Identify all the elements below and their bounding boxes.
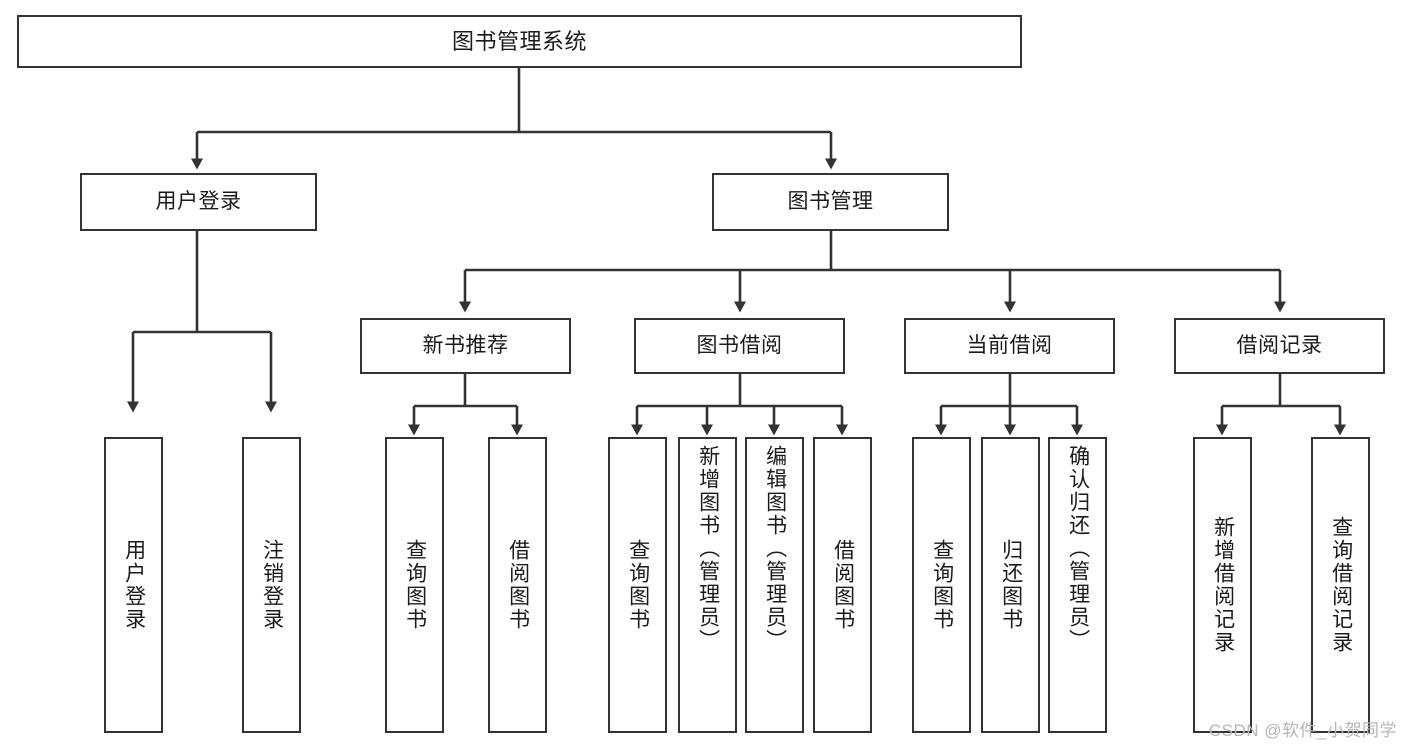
node-borrow-record[interactable]: 借阅记录 bbox=[1174, 318, 1385, 374]
node-book-manage-label: 图书管理 bbox=[787, 189, 874, 213]
node-user-login-label: 用户登录 bbox=[155, 189, 242, 213]
node-leaf-user-login[interactable]: 用户登录 bbox=[104, 437, 163, 733]
node-leaf-add-record[interactable]: 新增借阅记录 bbox=[1193, 437, 1252, 733]
node-leaf-add-book-label: 新增图书（管理员） bbox=[696, 445, 720, 652]
node-leaf-user-login-label: 用户登录 bbox=[122, 539, 146, 631]
node-leaf-confirm-return-label: 确认归还（管理员） bbox=[1066, 445, 1090, 652]
node-leaf-query-record[interactable]: 查询借阅记录 bbox=[1311, 437, 1370, 733]
node-leaf-query-book-3-label: 查询图书 bbox=[930, 539, 954, 631]
node-leaf-query-book-2[interactable]: 查询图书 bbox=[608, 437, 667, 733]
node-leaf-logout[interactable]: 注销登录 bbox=[242, 437, 301, 733]
node-root-label: 图书管理系统 bbox=[451, 28, 587, 54]
node-leaf-query-book-1-label: 查询图书 bbox=[403, 539, 427, 631]
node-leaf-borrow-book-2-label: 借阅图书 bbox=[831, 539, 855, 631]
node-leaf-borrow-book-1-label: 借阅图书 bbox=[506, 539, 530, 631]
node-leaf-return-book[interactable]: 归还图书 bbox=[981, 437, 1040, 733]
node-new-book-recommend[interactable]: 新书推荐 bbox=[360, 318, 571, 374]
node-current-borrow-label: 当前借阅 bbox=[966, 333, 1053, 357]
node-leaf-query-book-3[interactable]: 查询图书 bbox=[912, 437, 971, 733]
node-leaf-confirm-return[interactable]: 确认归还（管理员） bbox=[1048, 437, 1107, 733]
node-leaf-query-book-2-label: 查询图书 bbox=[626, 539, 650, 631]
node-leaf-add-book[interactable]: 新增图书（管理员） bbox=[678, 437, 737, 733]
node-leaf-query-book-1[interactable]: 查询图书 bbox=[385, 437, 444, 733]
node-book-manage[interactable]: 图书管理 bbox=[712, 173, 949, 231]
node-root[interactable]: 图书管理系统 bbox=[17, 15, 1022, 68]
node-leaf-edit-book[interactable]: 编辑图书（管理员） bbox=[745, 437, 804, 733]
node-leaf-edit-book-label: 编辑图书（管理员） bbox=[763, 445, 787, 652]
node-new-book-recommend-label: 新书推荐 bbox=[422, 333, 509, 357]
node-leaf-query-record-label: 查询借阅记录 bbox=[1329, 516, 1353, 654]
node-current-borrow[interactable]: 当前借阅 bbox=[904, 318, 1115, 374]
node-user-login[interactable]: 用户登录 bbox=[80, 173, 317, 231]
csdn-watermark: CSDN @软件_小贺同学 bbox=[1208, 721, 1397, 740]
node-borrow-record-label: 借阅记录 bbox=[1236, 333, 1323, 357]
node-leaf-add-record-label: 新增借阅记录 bbox=[1211, 516, 1235, 654]
node-book-borrow-label: 图书借阅 bbox=[696, 333, 783, 357]
node-leaf-borrow-book-1[interactable]: 借阅图书 bbox=[488, 437, 547, 733]
node-leaf-borrow-book-2[interactable]: 借阅图书 bbox=[813, 437, 872, 733]
node-book-borrow[interactable]: 图书借阅 bbox=[634, 318, 845, 374]
node-leaf-return-book-label: 归还图书 bbox=[999, 539, 1023, 631]
node-leaf-logout-label: 注销登录 bbox=[260, 539, 284, 631]
